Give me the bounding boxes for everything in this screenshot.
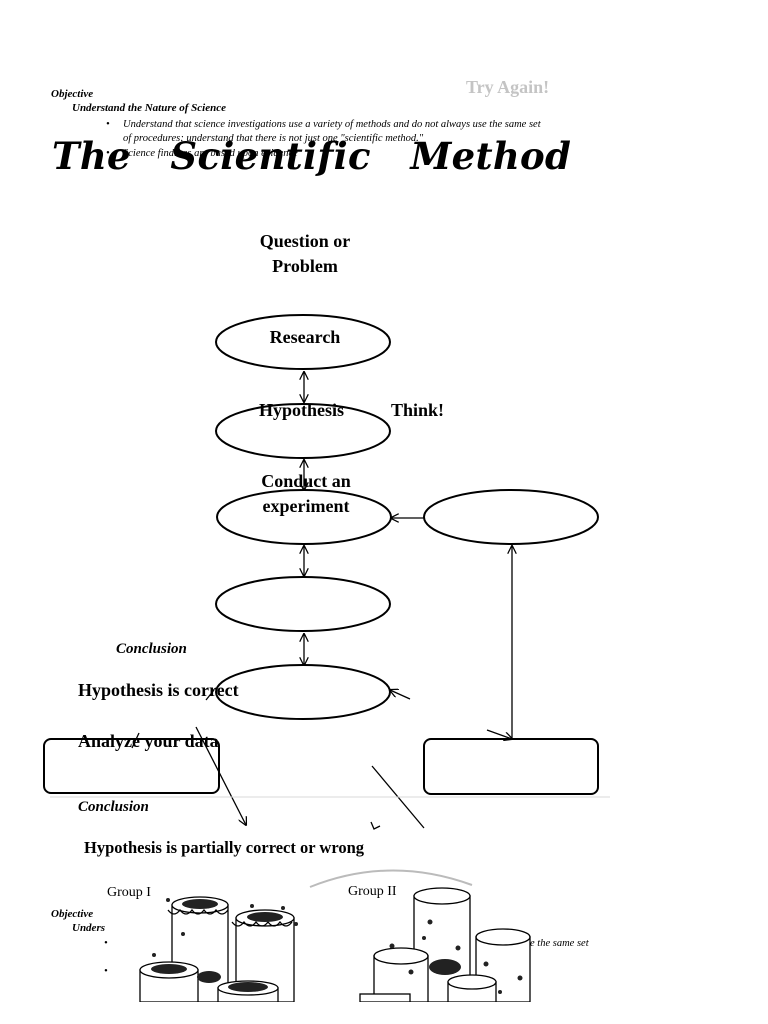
correct-box (43, 738, 220, 794)
analyze-data-label: Analyze your data (78, 731, 219, 751)
objective-subheading: Understand the Nature of Science (72, 102, 226, 114)
hypothesis-label: Hypothesis (259, 400, 345, 420)
objective-heading: Objective (51, 88, 94, 100)
experiment-label: Conduct an experiment (261, 471, 351, 516)
hypothesis-oval (215, 403, 391, 459)
bullet-dot-bottom-1: • (104, 938, 108, 949)
research-label: Research (269, 327, 341, 347)
page-title: The Scientific Method (52, 134, 572, 178)
conclusion-oval (215, 664, 391, 720)
try-again-label: Try Again! (466, 77, 550, 97)
jars-figure (139, 869, 531, 1002)
arrow-to-partial-box (486, 729, 512, 739)
conclusion-label-2: Conclusion (78, 799, 149, 815)
objective-heading-bottom: Objective (51, 908, 94, 920)
group-1-label: Group I (107, 885, 151, 900)
stray-check-mark (370, 821, 381, 830)
conclusion-label-1: Conclusion (116, 641, 187, 657)
bullet-dot-bottom-2: • (104, 966, 108, 977)
objective-subheading-bottom: Unders (72, 922, 106, 934)
question-label: Question or Problem (259, 231, 351, 276)
fruit-and-flies (151, 898, 523, 994)
objective-bullet-fragment-bottom: e the same set (530, 938, 589, 949)
arrow-down-left (195, 726, 246, 825)
hypothesis-correct-label: Hypothesis is correct (78, 680, 239, 700)
jar-group-1 (139, 896, 295, 1002)
partial-box (423, 738, 599, 795)
stray-tick-mid (205, 689, 215, 701)
group-2-label: Group II (348, 884, 397, 899)
think-label: Think! (391, 400, 445, 420)
stray-tick-left (131, 732, 140, 749)
objective-bullet-1-line-2: of procedures; understand that there is … (123, 133, 424, 144)
jar-group-2 (359, 887, 531, 1002)
arrow-to-conclusion-right (390, 690, 411, 700)
objective-bullet-1-line-1: Understand that science investigations u… (123, 119, 541, 130)
objective-bullet-2-text: Science findings are based upon evidence (123, 148, 298, 159)
objective-bullet-2: • Science findings are based upon eviden… (106, 147, 298, 161)
bullet-dot: • (106, 148, 110, 159)
analyze-oval (215, 576, 391, 632)
research-oval (215, 314, 391, 370)
hypothesis-partial-label: Hypothesis is partially correct or wrong (84, 838, 365, 857)
figure-arc (309, 869, 473, 888)
objective-bullet-1: • Understand that science investigations… (106, 118, 613, 146)
bullet-dot: • (106, 119, 110, 130)
think-oval (423, 489, 599, 545)
